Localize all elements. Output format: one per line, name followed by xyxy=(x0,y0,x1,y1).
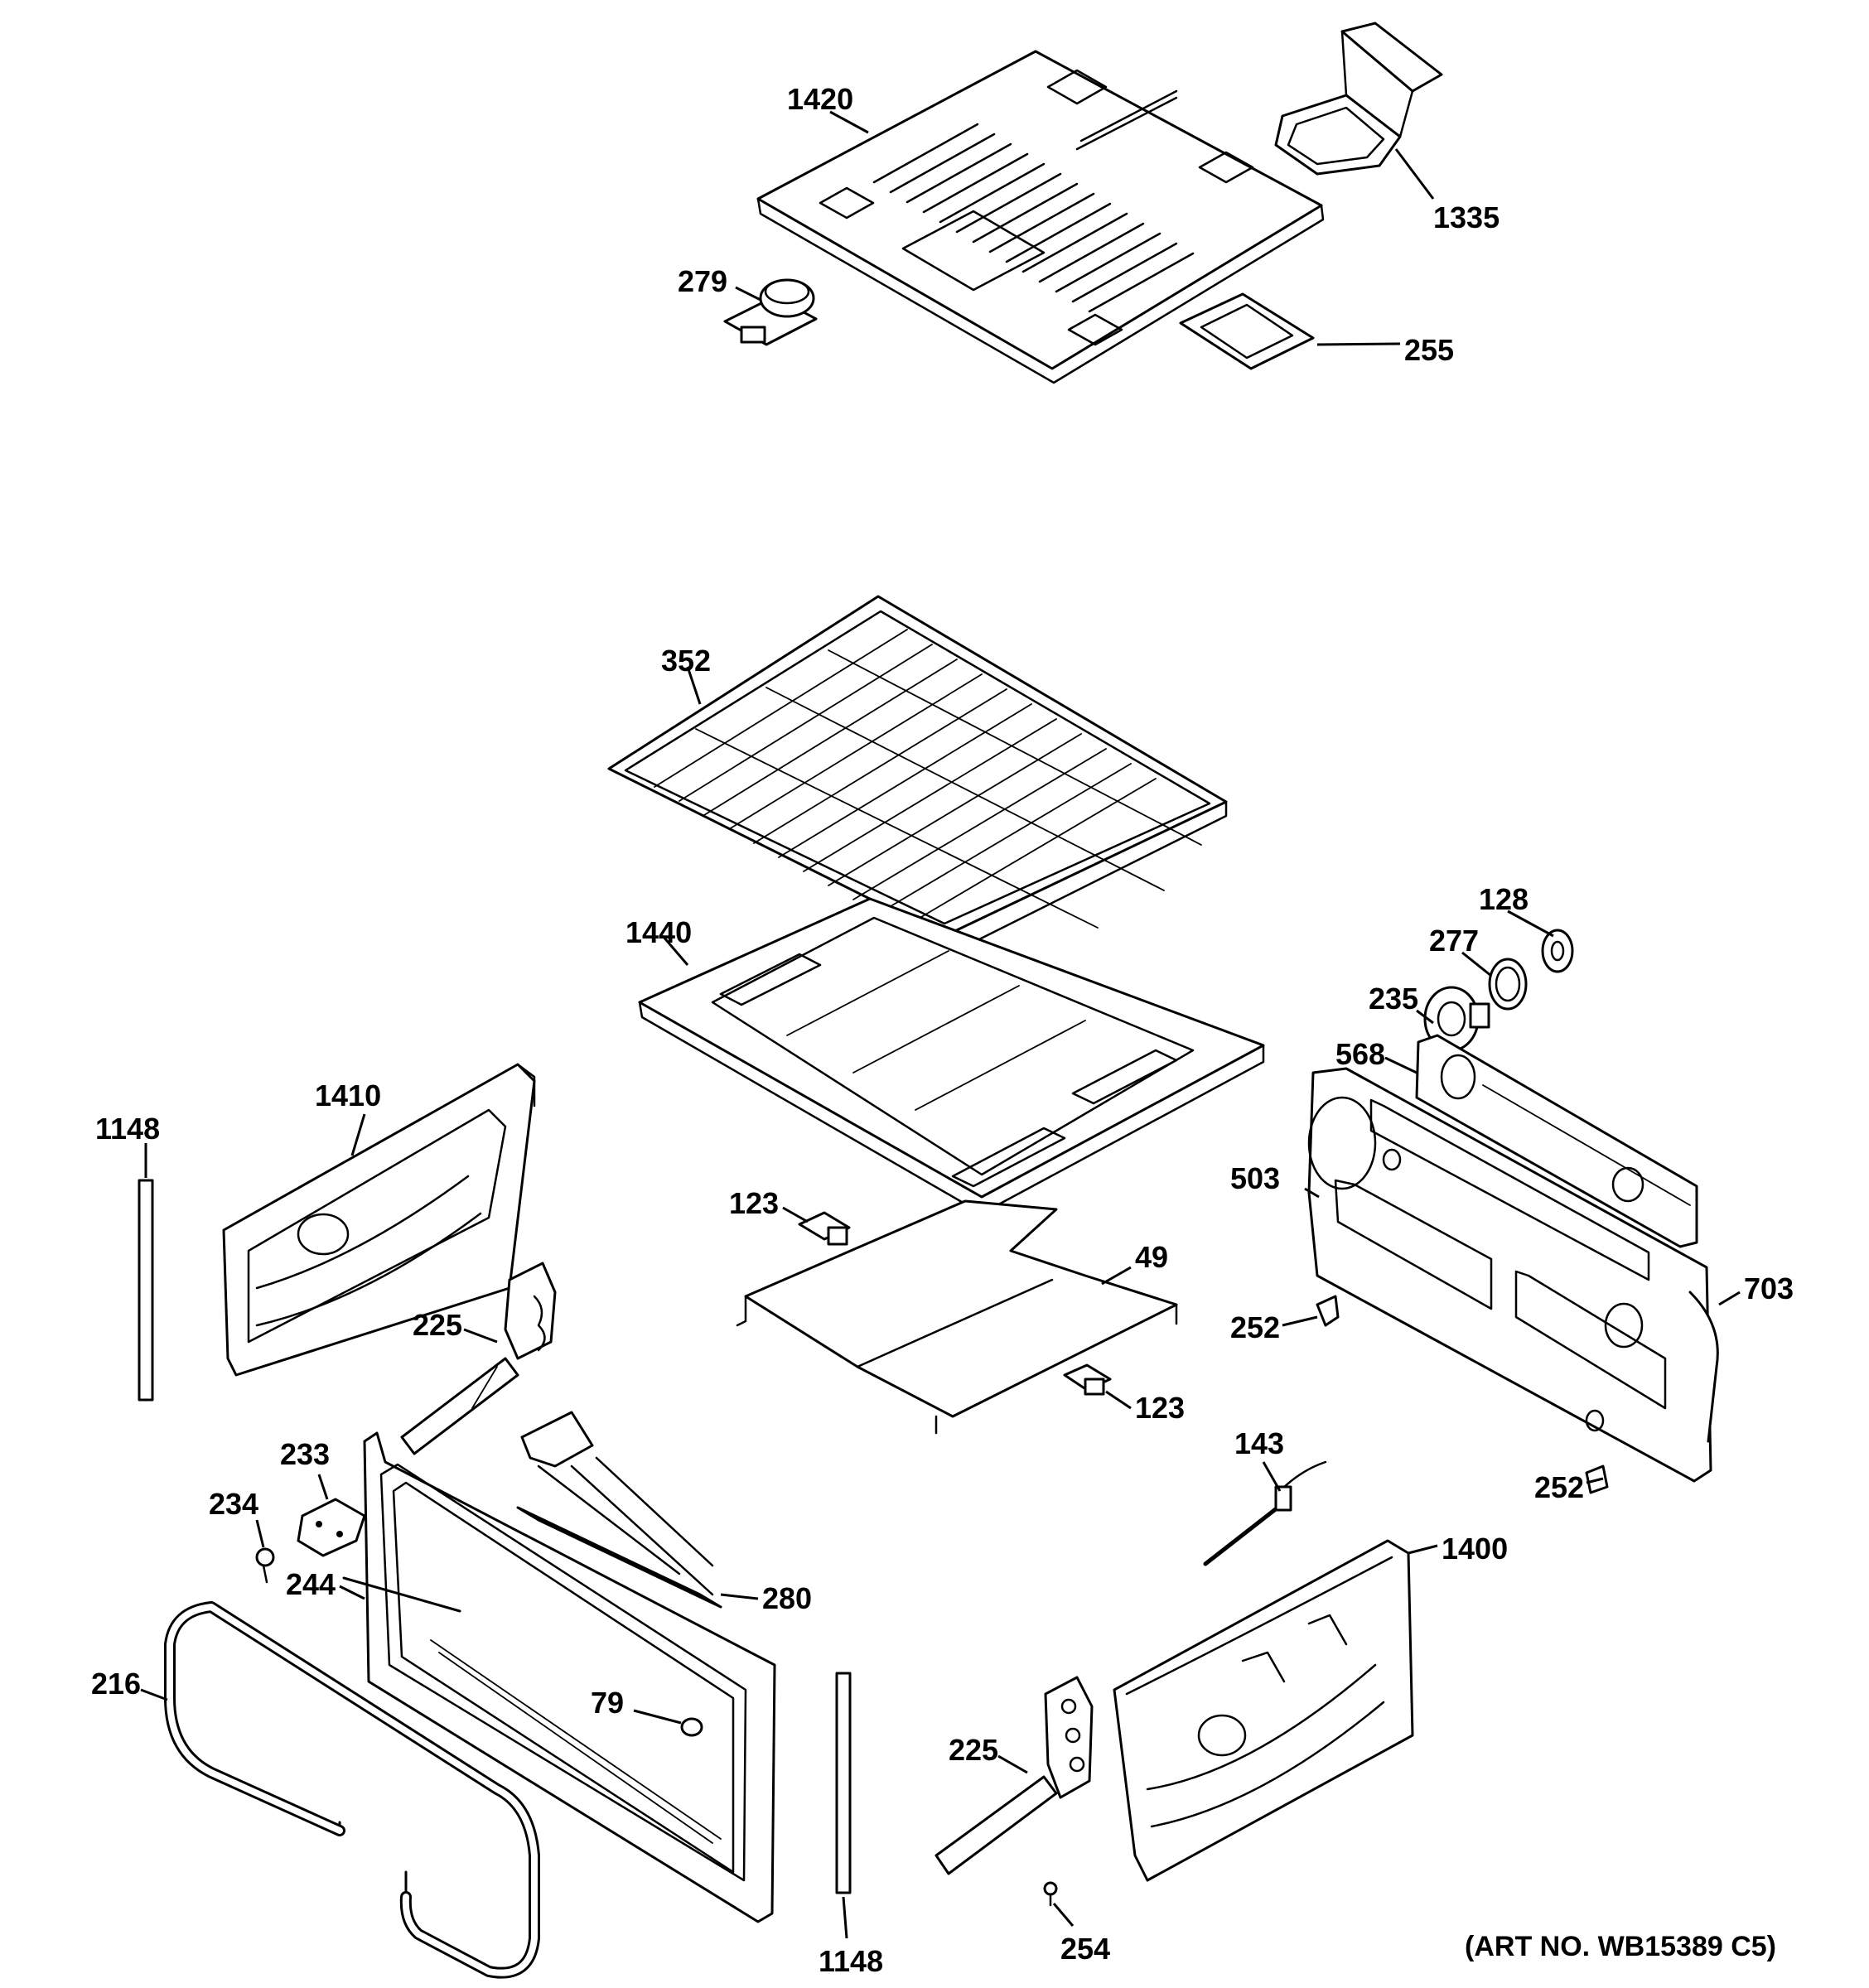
callout-703: 703 xyxy=(1744,1271,1794,1305)
art-number-label: (ART NO. WB15389 C5) xyxy=(1465,1931,1776,1962)
callout-123-upper: 123 xyxy=(729,1186,779,1220)
callout-1148-right: 1148 xyxy=(819,1944,883,1978)
callout-143: 143 xyxy=(1234,1426,1284,1460)
part-277-gasket xyxy=(1488,958,1528,1011)
callout-79: 79 xyxy=(591,1686,624,1720)
callout-216: 216 xyxy=(91,1667,141,1701)
part-1420-bottom-panel xyxy=(756,50,1325,384)
callout-235: 235 xyxy=(1369,982,1418,1016)
part-128-washer xyxy=(1541,929,1574,973)
part-1440-oven-tray xyxy=(638,897,1265,1215)
part-225-hinge-upper xyxy=(400,1262,557,1455)
callout-49: 49 xyxy=(1135,1240,1168,1274)
callout-503: 503 xyxy=(1230,1161,1280,1195)
callout-1410: 1410 xyxy=(315,1078,381,1112)
part-279-switch xyxy=(723,278,818,346)
callout-225-lower: 225 xyxy=(949,1733,998,1767)
callout-128: 128 xyxy=(1479,882,1529,916)
part-254-screw xyxy=(1043,1881,1058,1907)
part-49-element-cover xyxy=(736,1199,1178,1435)
callout-1420: 1420 xyxy=(787,82,853,116)
callout-1335: 1335 xyxy=(1433,200,1500,234)
leader-lines xyxy=(140,110,1741,1939)
part-252-clip-upper xyxy=(1316,1295,1340,1327)
part-1335-vent-duct xyxy=(1274,22,1443,176)
callout-568: 568 xyxy=(1335,1037,1385,1071)
callout-254: 254 xyxy=(1060,1932,1110,1966)
callout-244: 244 xyxy=(286,1567,336,1601)
part-233-hinge-block xyxy=(297,1498,366,1557)
callout-277: 277 xyxy=(1429,924,1479,958)
callout-233: 233 xyxy=(280,1437,330,1471)
callout-123-lower: 123 xyxy=(1135,1391,1185,1425)
callout-352: 352 xyxy=(661,644,711,678)
part-568-convection-cover xyxy=(1415,1034,1698,1248)
part-216-door-gasket xyxy=(164,1576,540,1979)
part-1400-right-panel xyxy=(1113,1539,1414,1882)
part-79-plug xyxy=(680,1717,703,1737)
part-244-door-frame xyxy=(363,1431,776,1923)
part-503-rear-panel xyxy=(1307,1067,1712,1483)
callout-1440: 1440 xyxy=(625,915,692,949)
part-123-bracket-lower xyxy=(1063,1363,1112,1396)
part-255-bracket xyxy=(1179,292,1315,370)
callout-1400: 1400 xyxy=(1442,1532,1508,1566)
part-1148-strip-right xyxy=(835,1672,852,1894)
part-280-hinge-receiver xyxy=(516,1411,722,1609)
callout-1148-left: 1148 xyxy=(95,1112,160,1146)
part-143-sensor xyxy=(1203,1460,1327,1566)
part-123-bracket-upper xyxy=(798,1211,851,1246)
callout-279: 279 xyxy=(678,264,727,298)
callout-234: 234 xyxy=(209,1487,258,1521)
callout-252-upper: 252 xyxy=(1230,1310,1280,1344)
callout-labels: 1420 1335 279 255 352 1440 128 277 235 5… xyxy=(91,82,1794,1978)
part-1148-strip-left xyxy=(138,1179,154,1402)
part-352-oven-rack xyxy=(607,595,1228,958)
callout-255: 255 xyxy=(1404,333,1454,367)
callout-280: 280 xyxy=(762,1581,812,1615)
callout-252-lower: 252 xyxy=(1534,1470,1584,1504)
part-703-gasket xyxy=(1688,1291,1719,1443)
part-234-screw xyxy=(255,1547,275,1584)
part-225-hinge-lower xyxy=(934,1676,1094,1875)
callout-225-upper: 225 xyxy=(413,1308,462,1342)
